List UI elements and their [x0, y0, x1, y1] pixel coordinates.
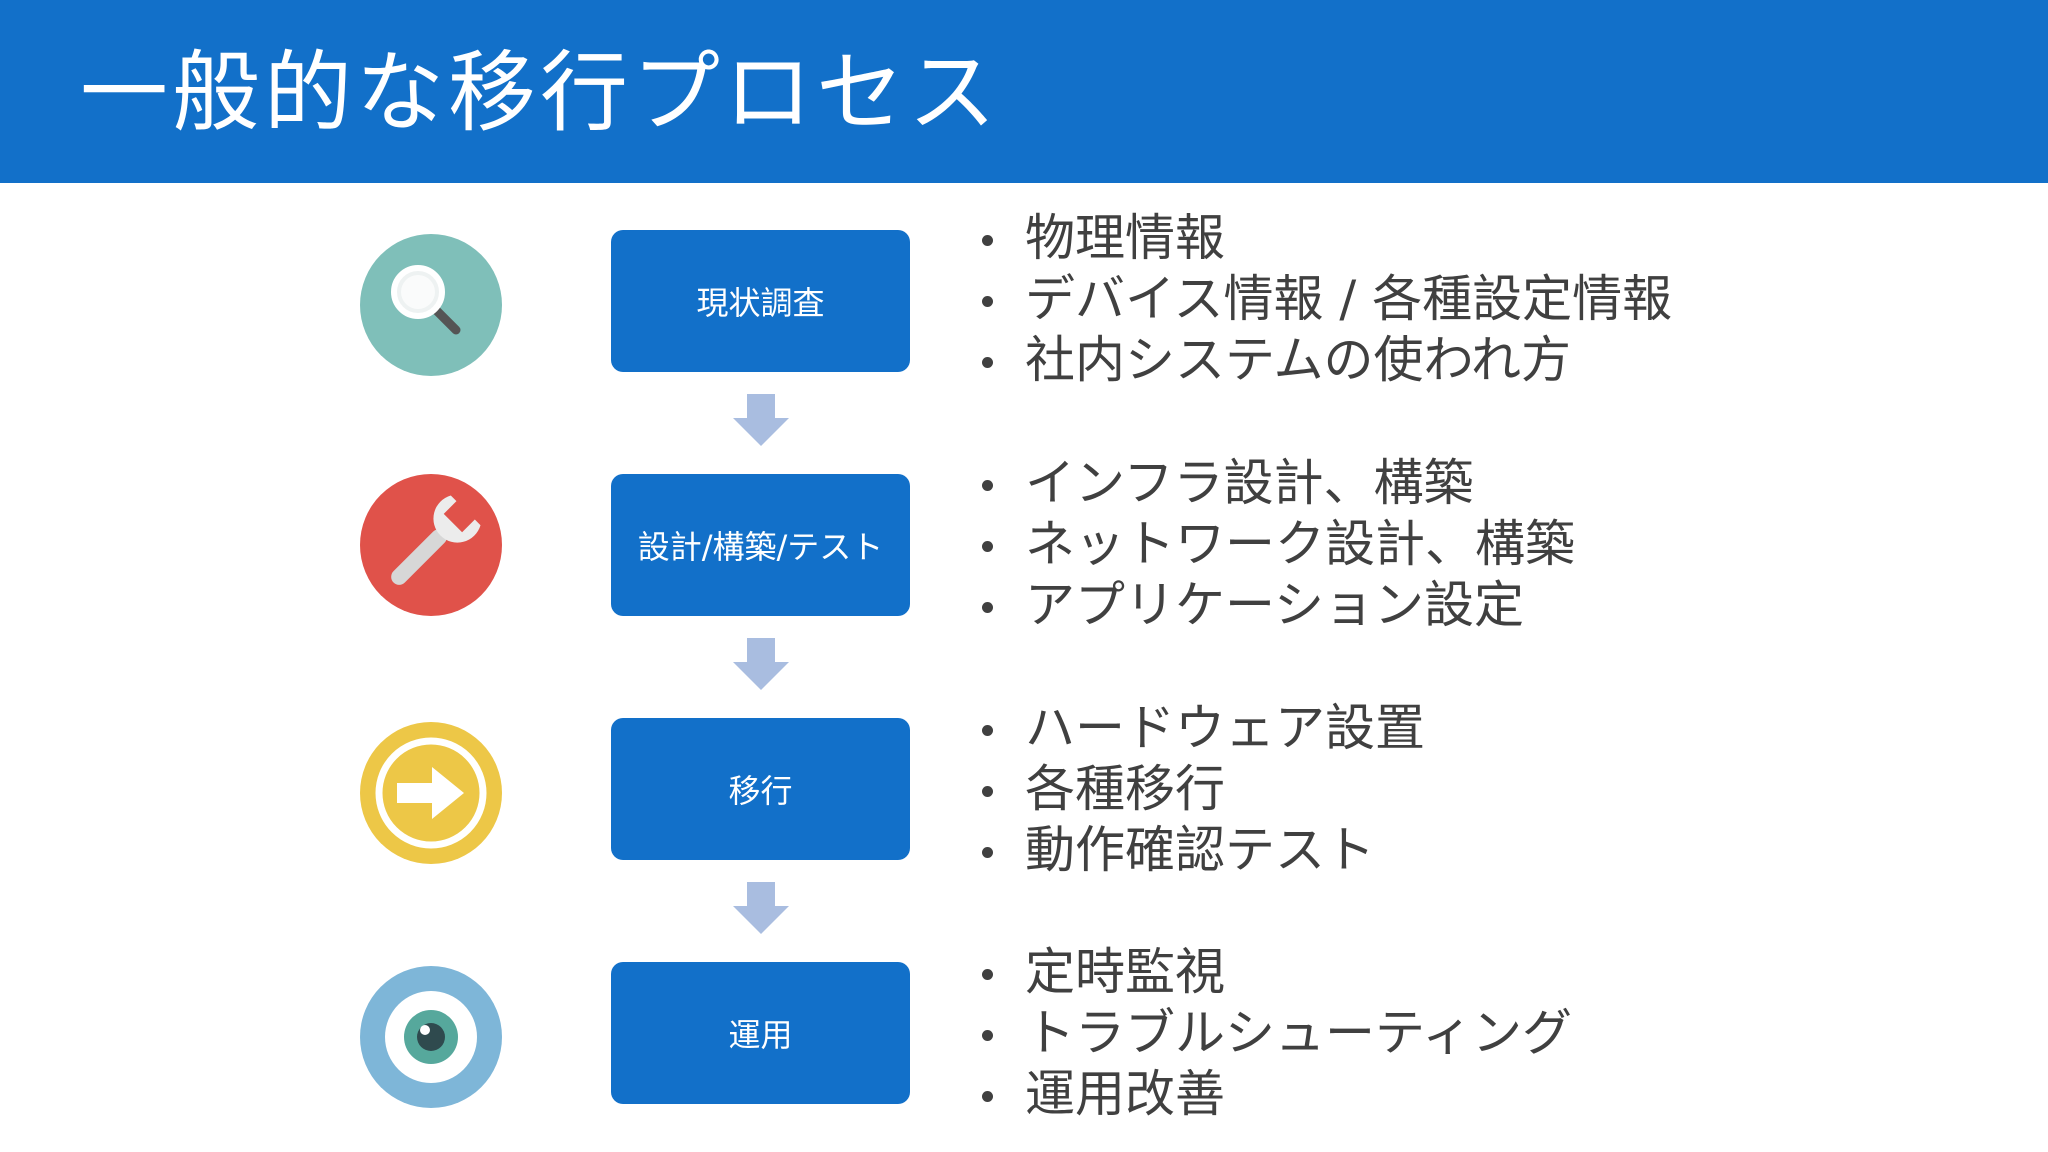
step-box-survey: 現状調査: [611, 230, 910, 372]
slide-title: 一般的な移行プロセス: [80, 41, 1001, 144]
bullet-item: 動作確認テスト: [975, 820, 1425, 881]
bullet-item: ハードウェア設置: [975, 698, 1425, 759]
bullets-design: インフラ設計、構築 ネットワーク設計、構築 アプリケーション設定: [975, 453, 1575, 636]
step-box-operation: 運用: [611, 962, 910, 1104]
step-box-migration: 移行: [611, 718, 910, 860]
bullet-item: 各種移行: [975, 759, 1425, 820]
title-bar: 一般的な移行プロセス: [0, 0, 2048, 183]
wrench-icon: [360, 474, 502, 616]
step-box-design: 設計/構築/テスト: [611, 474, 910, 616]
magnifier-icon: [360, 234, 502, 376]
bullet-item: デバイス情報 / 各種設定情報: [975, 269, 1672, 330]
bullet-item: ネットワーク設計、構築: [975, 514, 1575, 575]
bullet-item: アプリケーション設定: [975, 575, 1575, 636]
bullet-item: 社内システムの使われ方: [975, 330, 1672, 391]
bullets-survey: 物理情報 デバイス情報 / 各種設定情報 社内システムの使われ方: [975, 208, 1672, 391]
eye-icon: [360, 966, 502, 1108]
down-arrow-icon: [733, 638, 789, 690]
bullet-item: 運用改善: [975, 1064, 1572, 1125]
bullets-migration: ハードウェア設置 各種移行 動作確認テスト: [975, 698, 1425, 881]
arrow-right-icon: [360, 722, 502, 864]
bullet-item: 物理情報: [975, 208, 1672, 269]
down-arrow-icon: [733, 394, 789, 446]
bullet-item: トラブルシューティング: [975, 1003, 1572, 1064]
bullet-item: インフラ設計、構築: [975, 453, 1575, 514]
down-arrow-icon: [733, 882, 789, 934]
bullets-operation: 定時監視 トラブルシューティング 運用改善: [975, 942, 1572, 1125]
bullet-item: 定時監視: [975, 942, 1572, 1003]
